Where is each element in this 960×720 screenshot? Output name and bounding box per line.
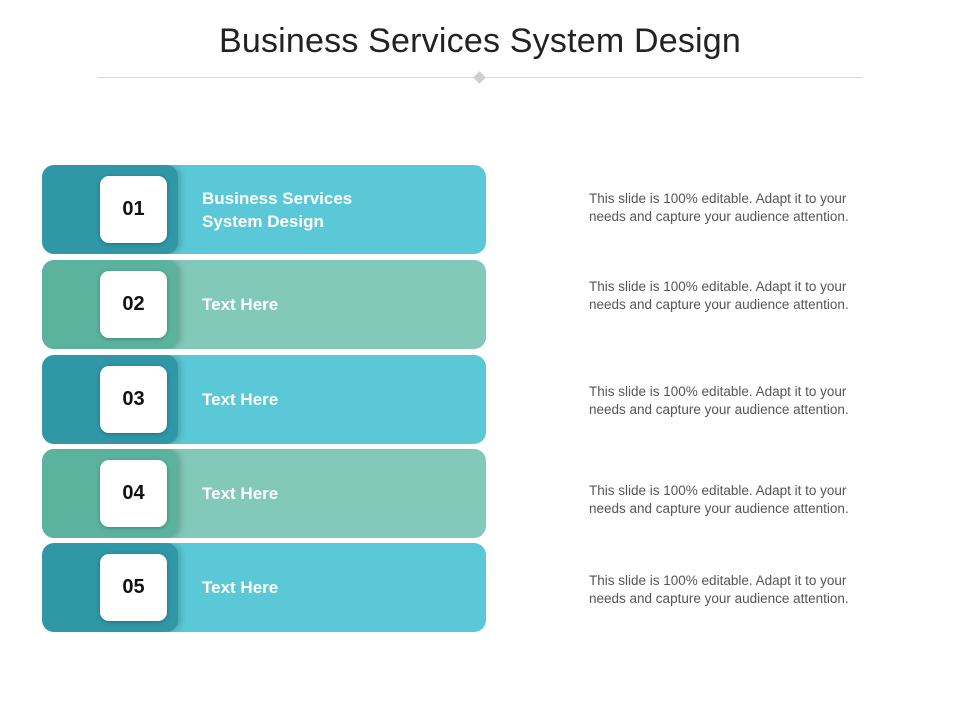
number-badge: 02 — [100, 271, 167, 338]
number-badge: 01 — [100, 176, 167, 243]
number-badge: 03 — [100, 366, 167, 433]
item-description: This slide is 100% editable. Adapt it to… — [589, 191, 849, 224]
list-item-01: 01 Business Services System Design — [42, 165, 486, 254]
item-description: This slide is 100% editable. Adapt it to… — [589, 384, 849, 417]
item-description: This slide is 100% editable. Adapt it to… — [589, 573, 849, 606]
number-badge: 04 — [100, 460, 167, 527]
item-label: Text Here — [202, 295, 279, 314]
item-description: This slide is 100% editable. Adapt it to… — [589, 279, 849, 312]
number-badge: 05 — [100, 554, 167, 621]
item-label: Business Services System Design — [202, 188, 353, 231]
list-item-02: 02 Text Here — [42, 260, 486, 349]
divider-diamond-icon — [473, 71, 486, 84]
item-label: Text Here — [202, 578, 279, 597]
list-item-03: 03 Text Here — [42, 355, 486, 444]
list-item-05: 05 Text Here — [42, 543, 486, 632]
item-label: Text Here — [202, 484, 279, 503]
slide-title: Business Services System Design — [218, 22, 742, 60]
list-item-04: 04 Text Here — [42, 449, 486, 538]
item-label: Text Here — [202, 390, 279, 409]
item-description: This slide is 100% editable. Adapt it to… — [589, 483, 849, 516]
